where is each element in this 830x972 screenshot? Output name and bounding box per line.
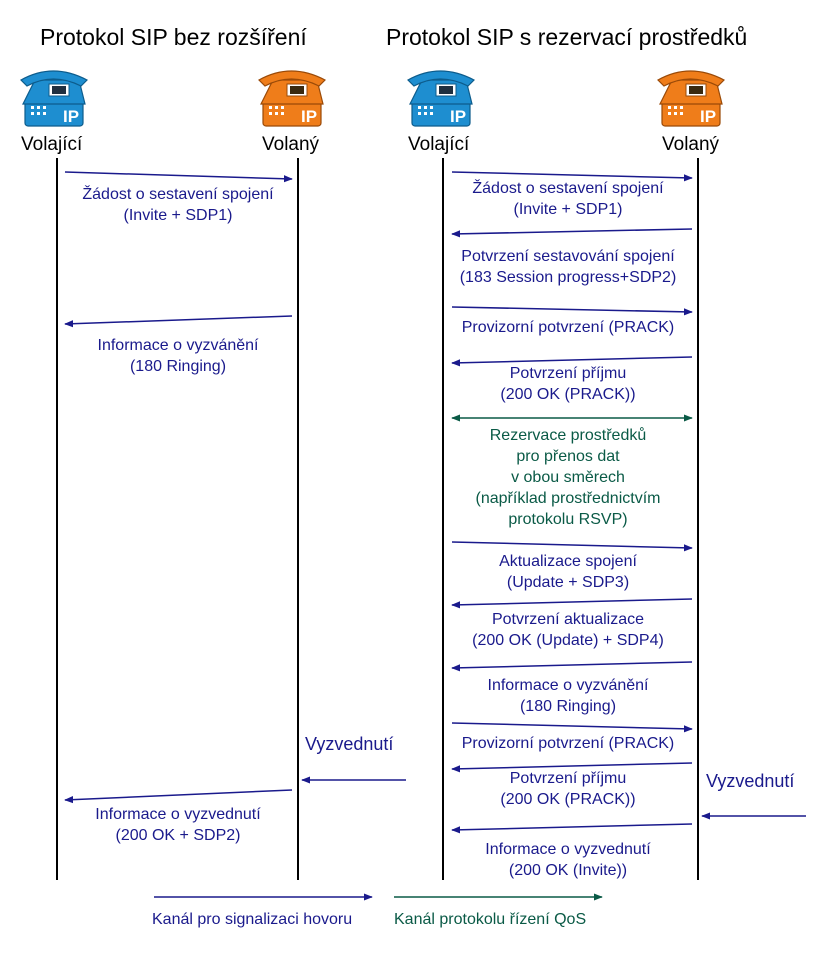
ip-phone-orange-icon: IP [657, 70, 725, 127]
right-message-8-line-2: (180 Ringing) [520, 698, 616, 715]
right-message-11-line-1: Informace o vyzvednutí [485, 841, 651, 858]
right-message-11-line-2: (200 OK (Invite)) [509, 862, 627, 879]
legend-signaling-label: Kanál pro signalizaci hovoru [152, 911, 352, 928]
right-message-5-line-4: (například prostřednictvím [476, 490, 661, 507]
right-message-6-line-1: Aktualizace spojení [499, 553, 637, 570]
right-message-4-line-1: Potvrzení příjmu [510, 365, 626, 382]
right-message-2-line-1: Potvrzení sestavování spojení [461, 248, 675, 265]
right-message-3-line-1: Provizorní potvrzení (PRACK) [462, 319, 675, 336]
ip-phone-blue-icon: IP [20, 70, 88, 127]
right-message-4-line-2: (200 OK (PRACK)) [500, 386, 635, 403]
phone-badge: IP [450, 107, 466, 126]
right-message-arrow-3 [451, 306, 693, 316]
right-message-10-line-1: Potvrzení příjmu [510, 770, 626, 787]
ip-phone-blue-icon: IP [407, 70, 475, 127]
right-message-arrow-7 [451, 598, 693, 609]
right-message-5-line-2: pro přenos dat [516, 448, 620, 465]
phone-badge: IP [301, 107, 317, 126]
left-message-arrow-2 [64, 315, 293, 328]
left-caller-label: Volající [21, 134, 83, 155]
right-message-10-line-2: (200 OK (PRACK)) [500, 791, 635, 808]
right-callee-label: Volaný [662, 134, 720, 155]
left-pickup-label: Vyzvednutí [305, 734, 393, 754]
right-message-arrow-4 [451, 356, 693, 367]
right-message-arrow-9 [451, 722, 693, 733]
right-message-arrow-10 [451, 762, 693, 773]
right-message-group: Žádost o sestavení spojení (Invite + SDP1… [451, 171, 693, 879]
right-message-2-line-2: (183 Session progress+SDP2) [460, 269, 677, 286]
left-panel-title: Protokol SIP bez rozšíření [40, 24, 307, 50]
right-message-1-line-1: Žádost o sestavení spojení [472, 178, 664, 197]
right-message-arrow-2 [451, 228, 693, 238]
right-panel-title: Protokol SIP s rezervací prostředků [386, 24, 747, 50]
right-caller-label: Volající [408, 134, 470, 155]
left-message-3-line-1: Informace o vyzvednutí [95, 806, 261, 823]
right-message-5-line-1: Rezervace prostředků [490, 426, 647, 444]
right-message-arrow-1 [451, 171, 693, 182]
right-message-9-line-1: Provizorní potvrzení (PRACK) [462, 735, 675, 752]
ip-phone-orange-icon: IP [258, 70, 326, 127]
phone-badge: IP [63, 107, 79, 126]
left-message-2-line-2: (180 Ringing) [130, 358, 226, 375]
left-message-arrow-3 [64, 789, 293, 804]
right-pickup-label: Vyzvednutí [706, 771, 794, 791]
right-message-5-line-5: protokolu RSVP) [508, 511, 627, 528]
legend-qos-label: Kanál protokolu řízení QoS [394, 911, 586, 928]
right-message-arrow-6 [451, 541, 693, 552]
left-message-group: Žádost o sestavení spojení (Invite + SDP1… [64, 171, 293, 844]
phone-badge: IP [700, 107, 716, 126]
right-message-7-line-2: (200 OK (Update) + SDP4) [472, 632, 664, 649]
right-message-6-line-2: (Update + SDP3) [507, 574, 629, 591]
right-message-arrow-11 [451, 823, 693, 834]
right-message-1-line-2: (Invite + SDP1) [514, 201, 623, 218]
right-message-7-line-1: Potvrzení aktualizace [492, 611, 644, 628]
right-message-5-line-3: v obou směrech [511, 469, 625, 486]
left-message-2-line-1: Informace o vyzvánění [98, 337, 260, 354]
left-message-1-line-1: Žádost o sestavení spojení [82, 184, 274, 203]
right-message-8-line-1: Informace o vyzvánění [488, 677, 650, 694]
left-message-3-line-2: (200 OK + SDP2) [116, 827, 241, 844]
right-message-arrow-8 [451, 661, 693, 672]
left-message-1-line-2: (Invite + SDP1) [124, 207, 233, 224]
left-callee-label: Volaný [262, 134, 320, 155]
left-message-arrow-1 [64, 171, 293, 183]
